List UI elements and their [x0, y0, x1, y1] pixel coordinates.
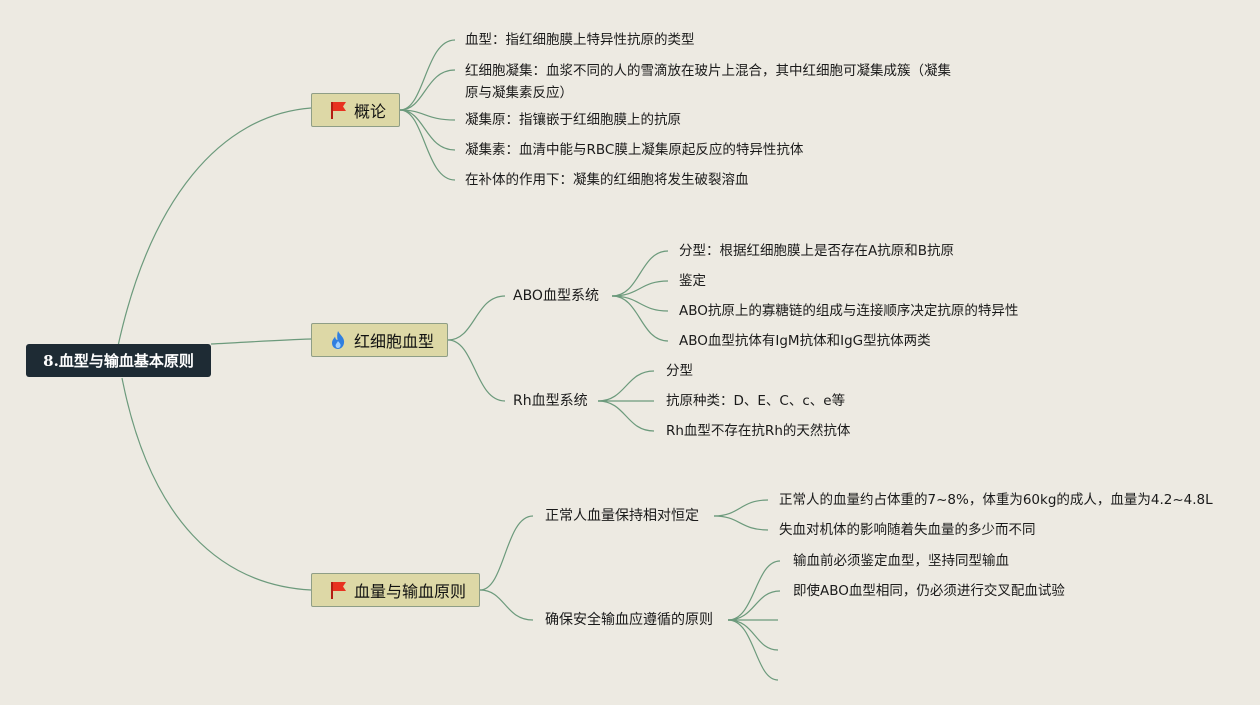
leaf-transfusion-1[interactable]: 输血前必须鉴定血型，坚持同型输血 [793, 553, 1009, 569]
sub-blood-volume-constant[interactable]: 正常人血量保持相对恒定 [545, 508, 699, 524]
connector-root-overview [117, 107, 312, 347]
leaf-transfusion-2[interactable]: 即使ABO血型相同，仍必须进行交叉配血试验 [793, 583, 1065, 599]
leaf-rh-3[interactable]: Rh血型不存在抗Rh的天然抗体 [666, 423, 851, 439]
leaf-abo-2[interactable]: 鉴定 [679, 273, 706, 289]
red-flag-icon [328, 100, 348, 120]
leaf-rh-2[interactable]: 抗原种类：D、E、C、c、e等 [666, 393, 846, 409]
topic-overview[interactable]: 概论 [311, 93, 400, 127]
leaf-overview-1[interactable]: 血型：指红细胞膜上特异性抗原的类型 [465, 32, 695, 48]
red-flag-icon [328, 580, 348, 600]
leaf-rh-1[interactable]: 分型 [666, 363, 693, 379]
connector-root-rbc [210, 338, 312, 345]
topic-rbc-blood-type[interactable]: 红细胞血型 [311, 323, 448, 357]
leaf-volume-2[interactable]: 失血对机体的影响随着失血量的多少而不同 [779, 522, 1036, 538]
leaf-overview-5[interactable]: 在补体的作用下：凝集的红细胞将发生破裂溶血 [465, 172, 749, 188]
root-topic[interactable]: 8.血型与输血基本原则 [26, 344, 211, 377]
leaf-overview-4[interactable]: 凝集素：血清中能与RBC膜上凝集原起反应的特异性抗体 [465, 142, 804, 158]
leaf-volume-1[interactable]: 正常人的血量约占体重的7~8%，体重为60kg的成人，血量为4.2~4.8L [779, 492, 1213, 508]
connector-root-volume [121, 377, 312, 591]
leaf-overview-3[interactable]: 凝集原：指镶嵌于红细胞膜上的抗原 [465, 112, 681, 128]
blue-flame-icon [328, 330, 348, 350]
topic-label: 血量与输血原则 [354, 582, 467, 601]
leaf-abo-4[interactable]: ABO血型抗体有IgM抗体和IgG型抗体两类 [679, 333, 931, 349]
topic-blood-volume-transfusion[interactable]: 血量与输血原则 [311, 573, 480, 607]
sub-safe-transfusion-principles[interactable]: 确保安全输血应遵循的原则 [545, 612, 713, 628]
topic-label: 红细胞血型 [354, 332, 435, 351]
sub-abo-system[interactable]: ABO血型系统 [513, 288, 599, 304]
leaf-abo-3[interactable]: ABO抗原上的寡糖链的组成与连接顺序决定抗原的特异性 [679, 303, 1019, 319]
leaf-abo-1[interactable]: 分型：根据红细胞膜上是否存在A抗原和B抗原 [679, 243, 954, 259]
sub-rh-system[interactable]: Rh血型系统 [513, 393, 588, 409]
topic-label: 概论 [354, 102, 387, 121]
leaf-overview-2[interactable]: 红细胞凝集：血浆不同的人的雪滴放在玻片上混合，其中红细胞可凝集成簇（凝集原与凝集… [465, 63, 951, 101]
